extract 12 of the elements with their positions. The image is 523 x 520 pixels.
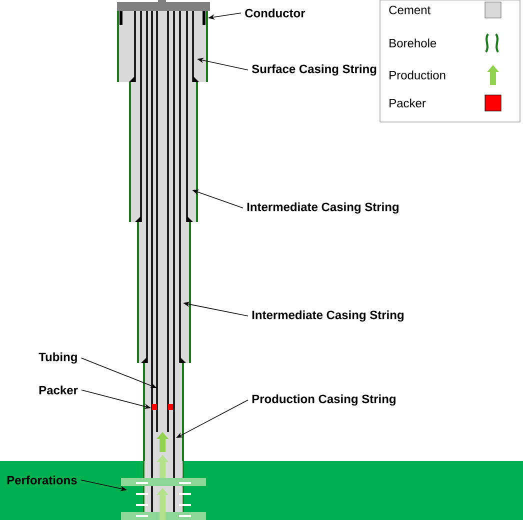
legend-text: Production — [390, 70, 446, 80]
part-label: Intermediate Casing String — [252, 310, 404, 322]
part-label: Packer — [39, 386, 78, 394]
legend-text: Packer — [390, 98, 426, 108]
part-label: Production Casing String — [252, 394, 396, 406]
legend-text: Cement — [389, 6, 431, 14]
part-label: Perforations — [7, 476, 77, 484]
part-label: Conductor — [245, 8, 306, 18]
part-label: Surface Casing String — [252, 64, 376, 76]
part-label: Tubing — [38, 352, 77, 364]
legend-text: Borehole — [390, 38, 436, 48]
part-label: Intermediate Casing String — [247, 202, 398, 214]
